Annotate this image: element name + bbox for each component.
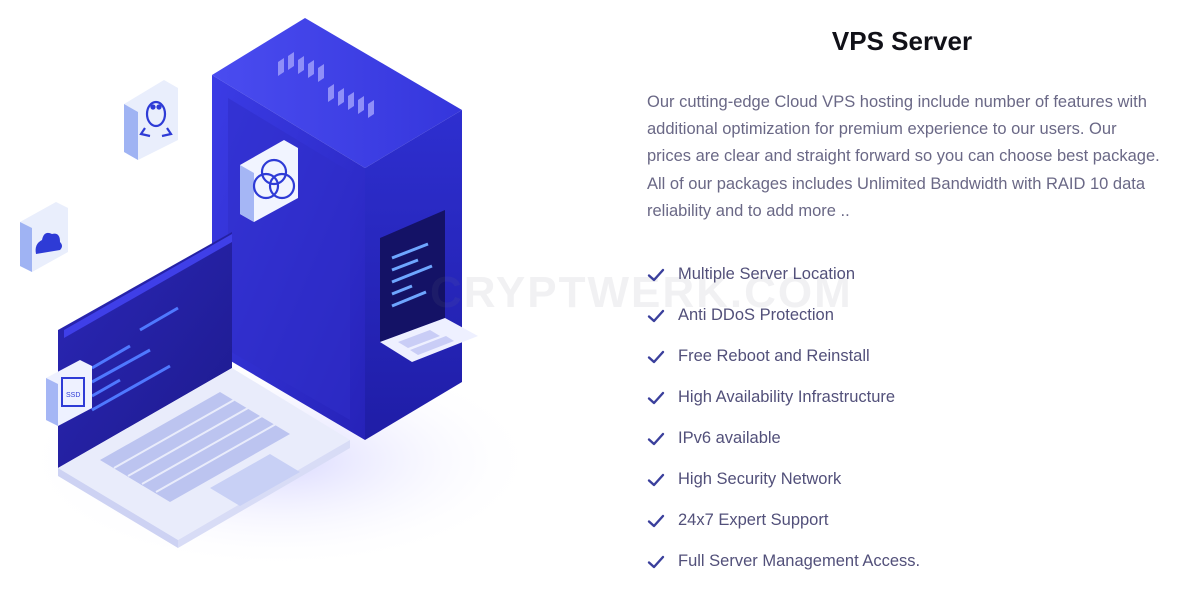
check-icon [647,555,665,568]
check-icon [647,432,665,445]
list-item: Free Reboot and Reinstall [647,336,1167,377]
list-item: High Availability Infrastructure [647,377,1167,418]
check-icon [647,473,665,486]
feature-label: Full Server Management Access. [678,552,921,570]
vps-server-illustration: SSD [20,18,540,570]
feature-label: Anti DDoS Protection [678,306,834,324]
check-icon [647,350,665,363]
list-item: 24x7 Expert Support [647,500,1167,541]
vps-server-section: VPS Server Our cutting-edge Cloud VPS ho… [647,0,1167,593]
list-item: High Security Network [647,459,1167,500]
check-icon [647,309,665,322]
list-item: Anti DDoS Protection [647,295,1167,336]
feature-label: IPv6 available [678,429,781,447]
feature-label: Multiple Server Location [678,265,856,283]
linux-tux-icon [124,80,178,160]
feature-label: High Availability Infrastructure [678,388,896,406]
cloud-icon [20,202,68,272]
section-description: Our cutting-edge Cloud VPS hosting inclu… [647,93,1160,220]
svg-text:SSD: SSD [66,392,80,399]
list-item: Full Server Management Access. [647,541,1167,582]
check-icon [647,391,665,404]
list-item: IPv6 available [647,418,1167,459]
check-icon [647,514,665,527]
feature-label: Free Reboot and Reinstall [678,347,870,365]
section-title: VPS Server [831,26,973,56]
laptop [58,232,350,548]
check-icon [647,268,665,281]
feature-label: 24x7 Expert Support [678,511,829,529]
feature-list: Multiple Server Location Anti DDoS Prote… [647,254,1167,582]
list-item: Multiple Server Location [647,254,1167,295]
triquetra-icon [240,140,298,222]
feature-label: High Security Network [678,470,842,488]
ssd-chip-icon: SSD [46,360,92,426]
